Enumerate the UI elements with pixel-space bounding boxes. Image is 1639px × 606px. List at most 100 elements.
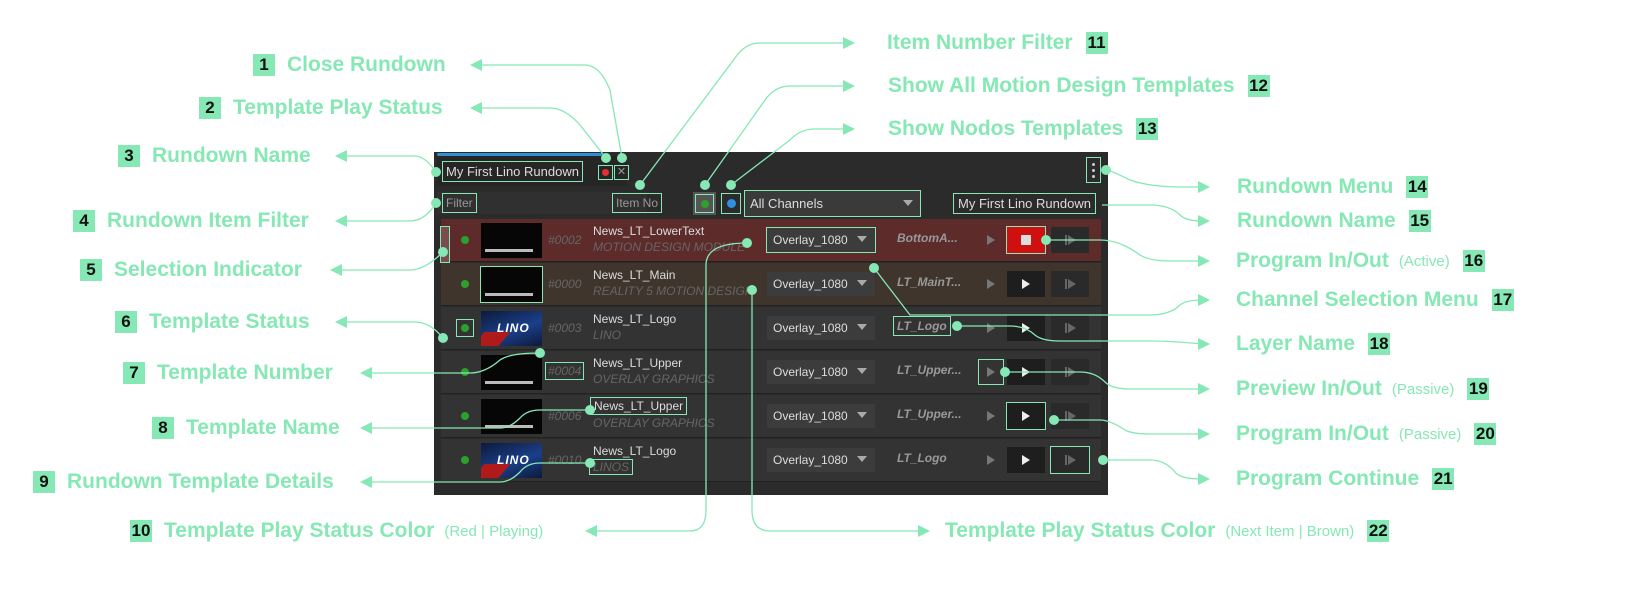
- program-in-button[interactable]: [1007, 271, 1045, 297]
- channel-select[interactable]: Overlay_1080: [766, 227, 876, 253]
- program-continue-button[interactable]: [1051, 403, 1089, 429]
- program-in-button[interactable]: [1006, 402, 1046, 430]
- program-continue-button[interactable]: [1051, 315, 1089, 341]
- thumbnail-logo-text: LINO: [497, 321, 530, 335]
- annotation-number: 2: [199, 97, 221, 119]
- filter-bar: [437, 192, 647, 214]
- preview-in-button[interactable]: [979, 228, 1003, 252]
- arrowhead-icon: [360, 422, 372, 434]
- rundown-row[interactable]: LINO #0010 News_LT_Logo LINOS Overlay_10…: [441, 439, 1101, 482]
- play-icon: [987, 235, 995, 245]
- rundown-name-field[interactable]: My First Lino Rundown: [953, 193, 1096, 214]
- connector-line: [1102, 204, 1203, 222]
- connector-dot: [726, 180, 736, 190]
- annotation-label: Show All Motion Design Templates: [888, 74, 1235, 97]
- rundown-menu-button[interactable]: [1086, 157, 1101, 183]
- preview-in-button[interactable]: [978, 359, 1004, 385]
- annotation-label: Rundown Template Details: [67, 470, 334, 493]
- program-continue-button[interactable]: [1050, 446, 1090, 474]
- program-out-button[interactable]: [1006, 226, 1046, 254]
- arrowhead-icon: [585, 525, 597, 537]
- arrowhead-icon: [360, 367, 372, 379]
- preview-in-button[interactable]: [979, 448, 1003, 472]
- annotation-label: Rundown Menu: [1237, 175, 1394, 198]
- status-dot-icon: [461, 324, 469, 332]
- connector-line: [368, 352, 541, 374]
- chevron-down-icon: [903, 200, 913, 206]
- program-in-button[interactable]: [1007, 447, 1045, 473]
- show-all-md-templates-toggle[interactable]: [693, 192, 716, 215]
- play-icon: [1022, 323, 1030, 333]
- connector-line: [343, 155, 437, 173]
- continue-icon: [1067, 455, 1076, 465]
- annotation-number: 5: [80, 259, 102, 281]
- channel-filter-select[interactable]: All Channels: [744, 190, 921, 217]
- channel-select[interactable]: Overlay_1080: [767, 272, 875, 296]
- annotation-number: 18: [1368, 333, 1391, 355]
- program-continue-button[interactable]: [1051, 271, 1089, 297]
- connector-line: [751, 290, 922, 532]
- annotation-number: 6: [115, 311, 137, 333]
- connector-dot: [601, 153, 611, 163]
- show-nodos-templates-toggle[interactable]: [721, 193, 741, 214]
- connector-line: [368, 462, 590, 483]
- item-number-filter[interactable]: Item No: [611, 193, 663, 213]
- annotation-number: 8: [152, 417, 174, 439]
- channel-select[interactable]: Overlay_1080: [767, 448, 875, 472]
- channel-value: Overlay_1080: [773, 365, 848, 379]
- preview-in-button[interactable]: [979, 316, 1003, 340]
- connector-dot: [1101, 165, 1111, 175]
- play-icon: [987, 323, 995, 333]
- close-rundown-button[interactable]: ✕: [614, 165, 629, 180]
- layer-name: BottomA...: [897, 231, 958, 245]
- annotation-label: Close Rundown: [287, 53, 446, 76]
- chevron-down-icon: [857, 324, 867, 330]
- channel-select[interactable]: Overlay_1080: [767, 360, 875, 384]
- connector-dot: [438, 333, 448, 343]
- layer-name: LT_Upper...: [897, 363, 962, 377]
- rundown-tab[interactable]: [437, 156, 627, 186]
- annotation-label: Selection Indicator: [114, 258, 302, 281]
- play-icon: [987, 279, 995, 289]
- annotation-label: Template Play Status Color: [945, 519, 1216, 542]
- rundown-row[interactable]: LINO #0003 News_LT_Logo LINO Overlay_108…: [441, 307, 1101, 350]
- preview-in-button[interactable]: [979, 404, 1003, 428]
- channel-select[interactable]: Overlay_1080: [767, 404, 875, 428]
- arrowhead-icon: [843, 37, 855, 49]
- arrowhead-icon: [330, 264, 342, 276]
- continue-icon: [1067, 411, 1076, 421]
- connector-dot: [431, 198, 441, 208]
- play-icon: [1022, 411, 1030, 421]
- preview-in-button[interactable]: [979, 272, 1003, 296]
- filter-input[interactable]: Filter: [442, 193, 477, 213]
- rundown-row[interactable]: #0000 News_LT_Main REALITY 5 MOTION DESI…: [441, 263, 1101, 306]
- arrowhead-icon: [1198, 255, 1210, 267]
- connector-dot: [585, 458, 595, 468]
- channel-select[interactable]: Overlay_1080: [767, 316, 875, 340]
- rundown-row[interactable]: #0004 News_LT_Upper OVERLAY GRAPHICS Ove…: [441, 351, 1101, 394]
- annotation-22: Template Play Status Color(Next Item | B…: [945, 519, 1390, 543]
- rundown-name[interactable]: My First Lino Rundown: [442, 161, 583, 182]
- annotation-label: Rundown Name: [152, 144, 311, 167]
- rundown-row[interactable]: #0006 News_LT_Upper OVERLAY GRAPHICS Ove…: [441, 395, 1101, 438]
- play-icon: [1022, 279, 1030, 289]
- annotation-number: 10: [130, 520, 152, 542]
- chevron-down-icon: [857, 456, 867, 462]
- annotation-number: 4: [73, 210, 95, 232]
- continue-icon: [1067, 279, 1076, 289]
- channel-value: Overlay_1080: [773, 409, 848, 423]
- rundown-row[interactable]: #0002 News_LT_LowerText MOTION DESIGN MO…: [441, 219, 1101, 262]
- green-dot-icon: [700, 199, 709, 208]
- template-number: #0006: [548, 409, 582, 423]
- annotation-20: Program In/Out(Passive)20: [1236, 422, 1497, 446]
- template-name: News_LT_Main: [593, 268, 676, 282]
- connector-line: [1105, 169, 1202, 188]
